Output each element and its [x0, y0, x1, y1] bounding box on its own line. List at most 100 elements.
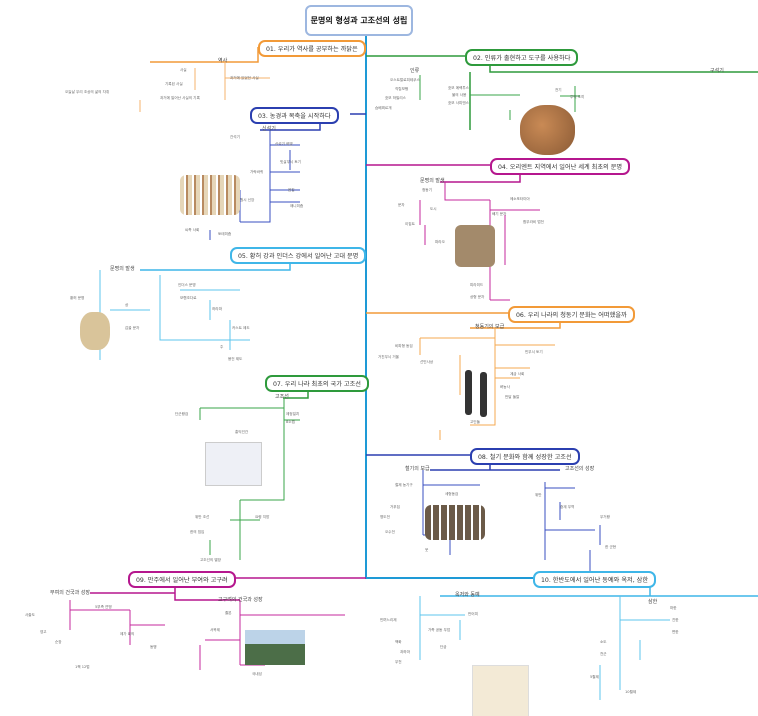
leaf[interactable]: 가락바퀴	[250, 170, 264, 174]
leaf[interactable]: 거푸집	[390, 505, 400, 509]
leaf[interactable]: 서옥제	[210, 628, 220, 632]
leaf[interactable]: 선민사상	[420, 360, 434, 364]
leaf[interactable]: 호모 에렉투스	[448, 86, 469, 90]
leaf[interactable]: 오늘날 우리 조상의 삶의 자취	[65, 90, 110, 94]
leaf[interactable]: 주먹 도끼	[570, 95, 585, 99]
leaf[interactable]: 무천	[395, 660, 402, 664]
leaf[interactable]: 움집	[288, 188, 295, 192]
leaf[interactable]: 명도전	[380, 515, 390, 519]
subtopic[interactable]: 인류	[410, 68, 420, 74]
leaf[interactable]: 변한	[672, 630, 679, 634]
topic-09[interactable]: 09. 만주에서 일어난 부여와 고구려	[128, 571, 236, 588]
leaf[interactable]: 고조선의 멸망	[200, 558, 221, 562]
leaf[interactable]: 모헨조다로	[180, 296, 197, 300]
leaf[interactable]: 단군왕검	[175, 412, 189, 416]
leaf[interactable]: 상	[125, 303, 129, 307]
leaf[interactable]: 5부족 연맹	[95, 605, 112, 609]
leaf[interactable]: 소도	[600, 640, 607, 644]
topic-05[interactable]: 05. 황허 강과 인더스 강에서 일어난 고대 문명	[230, 247, 367, 264]
leaf[interactable]: 슴베찌르개	[375, 106, 392, 110]
leaf[interactable]: 우거왕	[600, 515, 610, 519]
leaf[interactable]: 민무늬 토기	[525, 350, 543, 354]
leaf[interactable]: 신석기 혁명	[275, 142, 293, 146]
leaf[interactable]: 한의 침입	[190, 530, 205, 534]
leaf[interactable]: 쐐기 문자	[492, 212, 507, 216]
leaf[interactable]: 세형동검	[445, 492, 459, 496]
subtopic[interactable]: 삼한	[648, 599, 658, 605]
leaf[interactable]: 원시 신앙	[240, 198, 255, 202]
leaf[interactable]: 청동기	[422, 188, 432, 192]
leaf[interactable]: 간석기	[230, 135, 240, 139]
leaf[interactable]: 봉건 제도	[228, 357, 243, 361]
leaf[interactable]: 토테미즘	[218, 232, 232, 236]
topic-10[interactable]: 10. 한반도에서 일어난 동예와 옥저, 삼한	[533, 571, 657, 588]
leaf[interactable]: 졸본	[225, 611, 232, 615]
leaf[interactable]: 민며느리제	[380, 618, 397, 622]
leaf[interactable]: 메소포타미아	[510, 197, 530, 201]
leaf[interactable]: 가족 공동 무덤	[428, 628, 451, 632]
subtopic[interactable]: 문명의 발생	[110, 266, 135, 272]
leaf[interactable]: 요령 지방	[255, 515, 270, 519]
leaf[interactable]: 함무라비 법전	[523, 220, 544, 224]
leaf[interactable]: 씨족 사회	[185, 228, 200, 232]
topic-03[interactable]: 03. 농경과 목축을 시작하다	[250, 107, 339, 124]
leaf[interactable]: 오수전	[385, 530, 395, 534]
leaf[interactable]: 제정일치	[286, 412, 300, 416]
leaf[interactable]: 피라미드	[470, 283, 484, 287]
subtopic[interactable]: 역사	[218, 58, 228, 64]
leaf[interactable]: 문자	[398, 203, 405, 207]
leaf[interactable]: 동맹	[150, 645, 157, 649]
leaf[interactable]: 과하마	[400, 650, 410, 654]
leaf[interactable]: 비파형 동검	[395, 344, 413, 348]
subtopic[interactable]: 고조선의 성장	[565, 466, 595, 472]
leaf[interactable]: 주	[220, 345, 224, 349]
subtopic[interactable]: 옥저와 동예	[455, 592, 480, 598]
topic-01[interactable]: 01. 우리가 역사를 공부하는 까닭은	[258, 40, 366, 57]
leaf[interactable]: 붓	[425, 548, 429, 552]
leaf[interactable]: 호모 하빌리스	[385, 96, 406, 100]
leaf[interactable]: 상형 문자	[470, 295, 485, 299]
subtopic[interactable]: 신석기	[262, 126, 276, 132]
leaf[interactable]: 불의 사용	[452, 93, 467, 97]
leaf[interactable]: 위만	[535, 493, 542, 497]
leaf[interactable]: 카스트 제도	[232, 326, 250, 330]
leaf[interactable]: 고인돌	[470, 420, 480, 424]
leaf[interactable]: 호모 사피엔스	[448, 101, 469, 105]
leaf[interactable]: 반어피	[468, 612, 478, 616]
leaf[interactable]: 1책 12법	[75, 665, 90, 669]
leaf[interactable]: 이집트	[405, 222, 415, 226]
leaf[interactable]: 천군	[600, 652, 607, 656]
leaf[interactable]: 계급 사회	[510, 372, 525, 376]
leaf[interactable]: 5월제	[590, 675, 599, 679]
central-topic[interactable]: 문명의 형성과 고조선의 성립	[305, 5, 413, 36]
leaf[interactable]: 진한	[672, 618, 679, 622]
leaf[interactable]: 거친무늬 거울	[378, 355, 399, 359]
leaf[interactable]: 벼농사	[500, 385, 510, 389]
subtopic[interactable]: 부여의 건국과 성장	[50, 590, 90, 596]
leaf[interactable]: 파라오	[435, 240, 445, 244]
leaf[interactable]: 철제 농기구	[395, 483, 413, 487]
leaf[interactable]: 과거에 일어난 사실의 기록	[160, 96, 200, 100]
leaf[interactable]: 애니미즘	[290, 204, 304, 208]
leaf[interactable]: 황허 문명	[70, 296, 85, 300]
leaf[interactable]: 인더스 문명	[178, 283, 196, 287]
topic-02[interactable]: 02. 인류가 출현하고 도구를 사용하다	[465, 49, 579, 66]
leaf[interactable]: 반달 돌칼	[505, 395, 520, 399]
leaf[interactable]: 책화	[395, 640, 402, 644]
leaf[interactable]: 홍익인간	[235, 430, 249, 434]
leaf[interactable]: 직립보행	[395, 87, 409, 91]
leaf[interactable]: 갑골 문자	[125, 326, 140, 330]
leaf[interactable]: 전기	[555, 88, 562, 92]
leaf[interactable]: 순장	[55, 640, 62, 644]
leaf[interactable]: 8조법	[286, 420, 295, 424]
leaf[interactable]: 과거에 있었던 사실	[230, 76, 259, 80]
leaf[interactable]: 사실	[180, 68, 187, 72]
leaf[interactable]: 사출도	[25, 613, 35, 617]
leaf[interactable]: 도시	[430, 207, 437, 211]
subtopic[interactable]: 청동기의 보급	[475, 324, 505, 330]
leaf[interactable]: 단궁	[440, 645, 447, 649]
subtopic[interactable]: 문명의 발생	[420, 178, 445, 184]
topic-06[interactable]: 06. 우리 나라의 청동기 문화는 어떠했을까	[508, 306, 635, 323]
leaf[interactable]: 영고	[40, 630, 47, 634]
leaf[interactable]: 기록된 사실	[165, 82, 183, 86]
